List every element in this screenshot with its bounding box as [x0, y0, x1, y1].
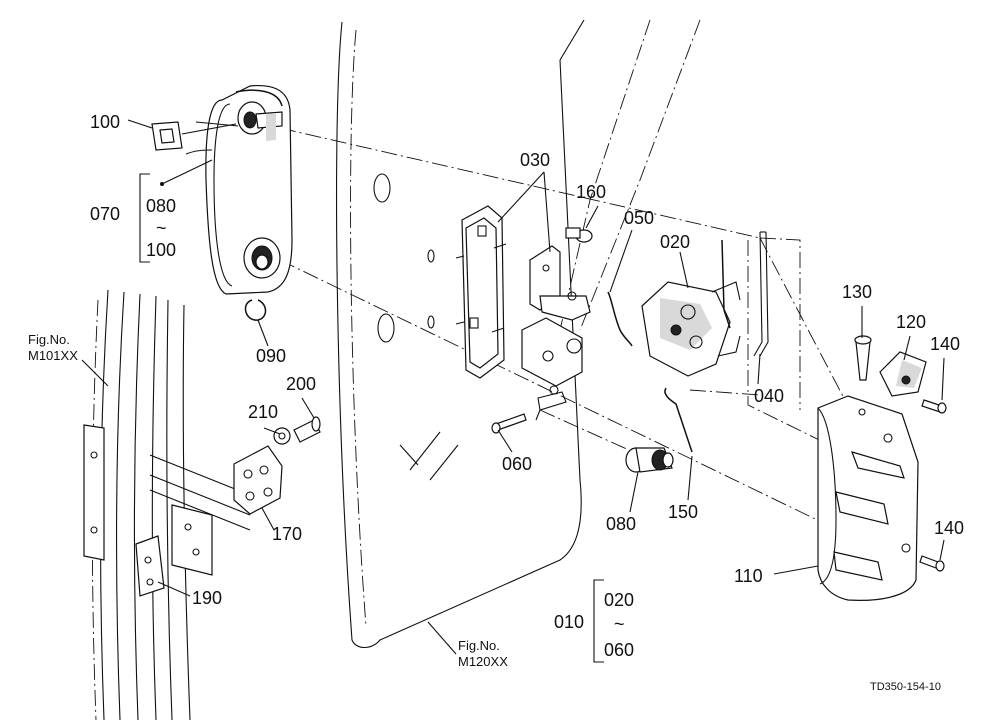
- label-080-group: 080: [146, 196, 176, 216]
- label-160: 160: [576, 182, 606, 202]
- label-130: 130: [842, 282, 872, 302]
- ref-m120-line2: M120XX: [458, 654, 508, 669]
- part-150-rod: [664, 387, 693, 453]
- part-labels: 100 070 080 ~ 100 090 030 160 050 020 04…: [90, 112, 964, 660]
- label-210: 210: [248, 402, 278, 422]
- leader-lines: [81, 119, 945, 663]
- label-140-bottom: 140: [934, 518, 964, 538]
- part-140-screw-top: [921, 399, 947, 414]
- label-070: 070: [90, 204, 120, 224]
- label-tilde-a: ~: [156, 218, 167, 238]
- part-160-screw: [565, 227, 593, 243]
- label-020-group: 020: [604, 590, 634, 610]
- part-210-washer: [273, 427, 291, 445]
- part-050-rod: [607, 291, 633, 347]
- part-110-cover: [817, 395, 919, 601]
- label-120: 120: [896, 312, 926, 332]
- label-tilde-b: ~: [614, 614, 625, 634]
- door-glass: [335, 19, 701, 649]
- part-120-knob: [879, 351, 927, 397]
- label-100: 100: [90, 112, 120, 132]
- part-030-base-plate: [455, 205, 507, 379]
- part-040-rod: [721, 231, 769, 357]
- label-170: 170: [272, 524, 302, 544]
- label-150: 150: [668, 502, 698, 522]
- label-040: 040: [754, 386, 784, 406]
- ref-m101-line1: Fig.No.: [28, 332, 70, 347]
- cab-frame: [83, 289, 251, 721]
- part-170-striker-plate: [233, 445, 283, 515]
- label-010: 010: [554, 612, 584, 632]
- label-020: 020: [660, 232, 690, 252]
- label-190: 190: [192, 588, 222, 608]
- part-080-key-cylinder: [625, 447, 674, 473]
- part-200-bolt: [293, 416, 321, 443]
- label-090: 090: [256, 346, 286, 366]
- part-030-lock-bracket: [521, 245, 591, 421]
- label-080: 080: [606, 514, 636, 534]
- part-130-pin: [854, 335, 872, 381]
- figure-references: Fig.No. M101XX Fig.No. M120XX: [28, 332, 508, 669]
- part-100-ring: [151, 121, 183, 151]
- inner-door-handle: [205, 84, 293, 321]
- part-060-screw: [491, 413, 527, 434]
- label-030: 030: [520, 150, 550, 170]
- label-060-group: 060: [604, 640, 634, 660]
- figure-code: TD350-154-10: [870, 681, 941, 693]
- part-020-lock: [641, 281, 741, 377]
- ref-m120-line1: Fig.No.: [458, 638, 500, 653]
- part-190-shim: [135, 535, 165, 597]
- part-140-screw-bottom: [919, 555, 945, 572]
- label-140-top: 140: [930, 334, 960, 354]
- label-110: 110: [734, 566, 763, 586]
- label-200: 200: [286, 374, 316, 394]
- label-050: 050: [624, 208, 654, 228]
- label-100-group: 100: [146, 240, 176, 260]
- ref-m101-line2: M101XX: [28, 348, 78, 363]
- label-060: 060: [502, 454, 532, 474]
